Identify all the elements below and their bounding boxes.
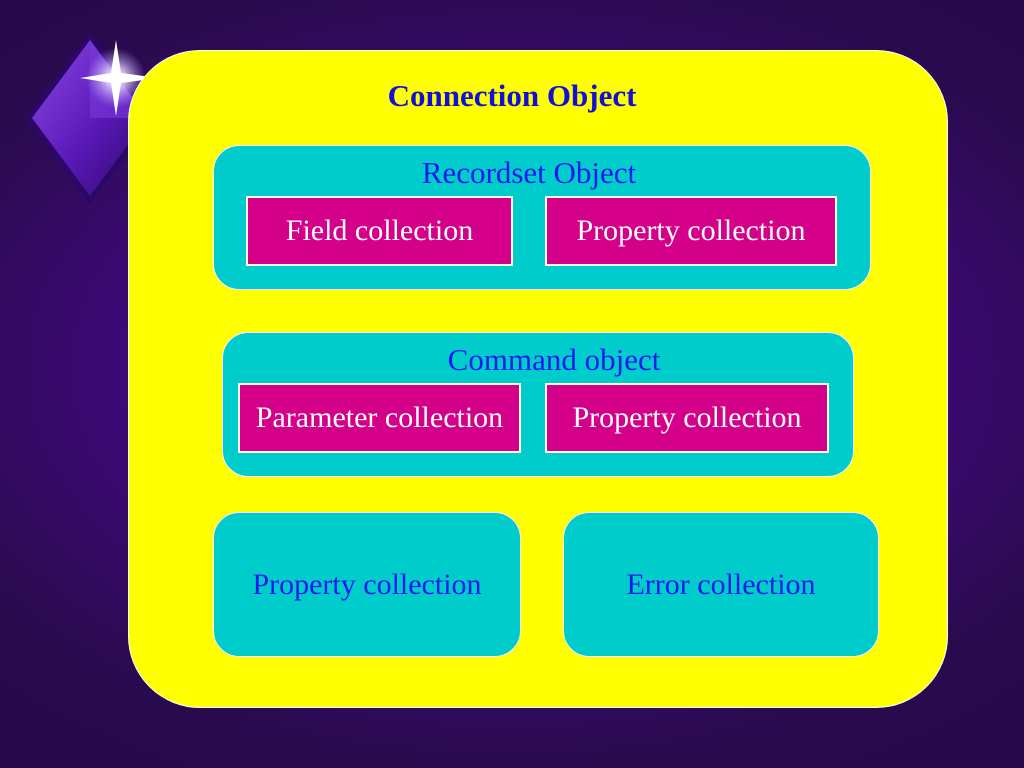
- recordset-field-collection-label: Field collection: [285, 214, 474, 247]
- connection-object-title: Connection Object: [387, 78, 637, 113]
- connection-property-collection: Property collection: [213, 512, 521, 657]
- recordset-object-title: Recordset Object: [421, 155, 637, 190]
- connection-property-collection-label: Property collection: [252, 567, 482, 601]
- connection-error-collection: Error collection: [563, 512, 879, 657]
- command-parameter-collection: Parameter collection: [238, 383, 521, 453]
- command-property-collection-label: Property collection: [572, 401, 802, 434]
- command-object-title: Command object: [447, 342, 661, 377]
- recordset-property-collection: Property collection: [545, 196, 837, 266]
- command-parameter-collection-label: Parameter collection: [255, 401, 504, 434]
- command-property-collection: Property collection: [545, 383, 829, 453]
- recordset-field-collection: Field collection: [246, 196, 513, 266]
- recordset-property-collection-label: Property collection: [576, 214, 806, 247]
- connection-error-collection-label: Error collection: [626, 567, 816, 601]
